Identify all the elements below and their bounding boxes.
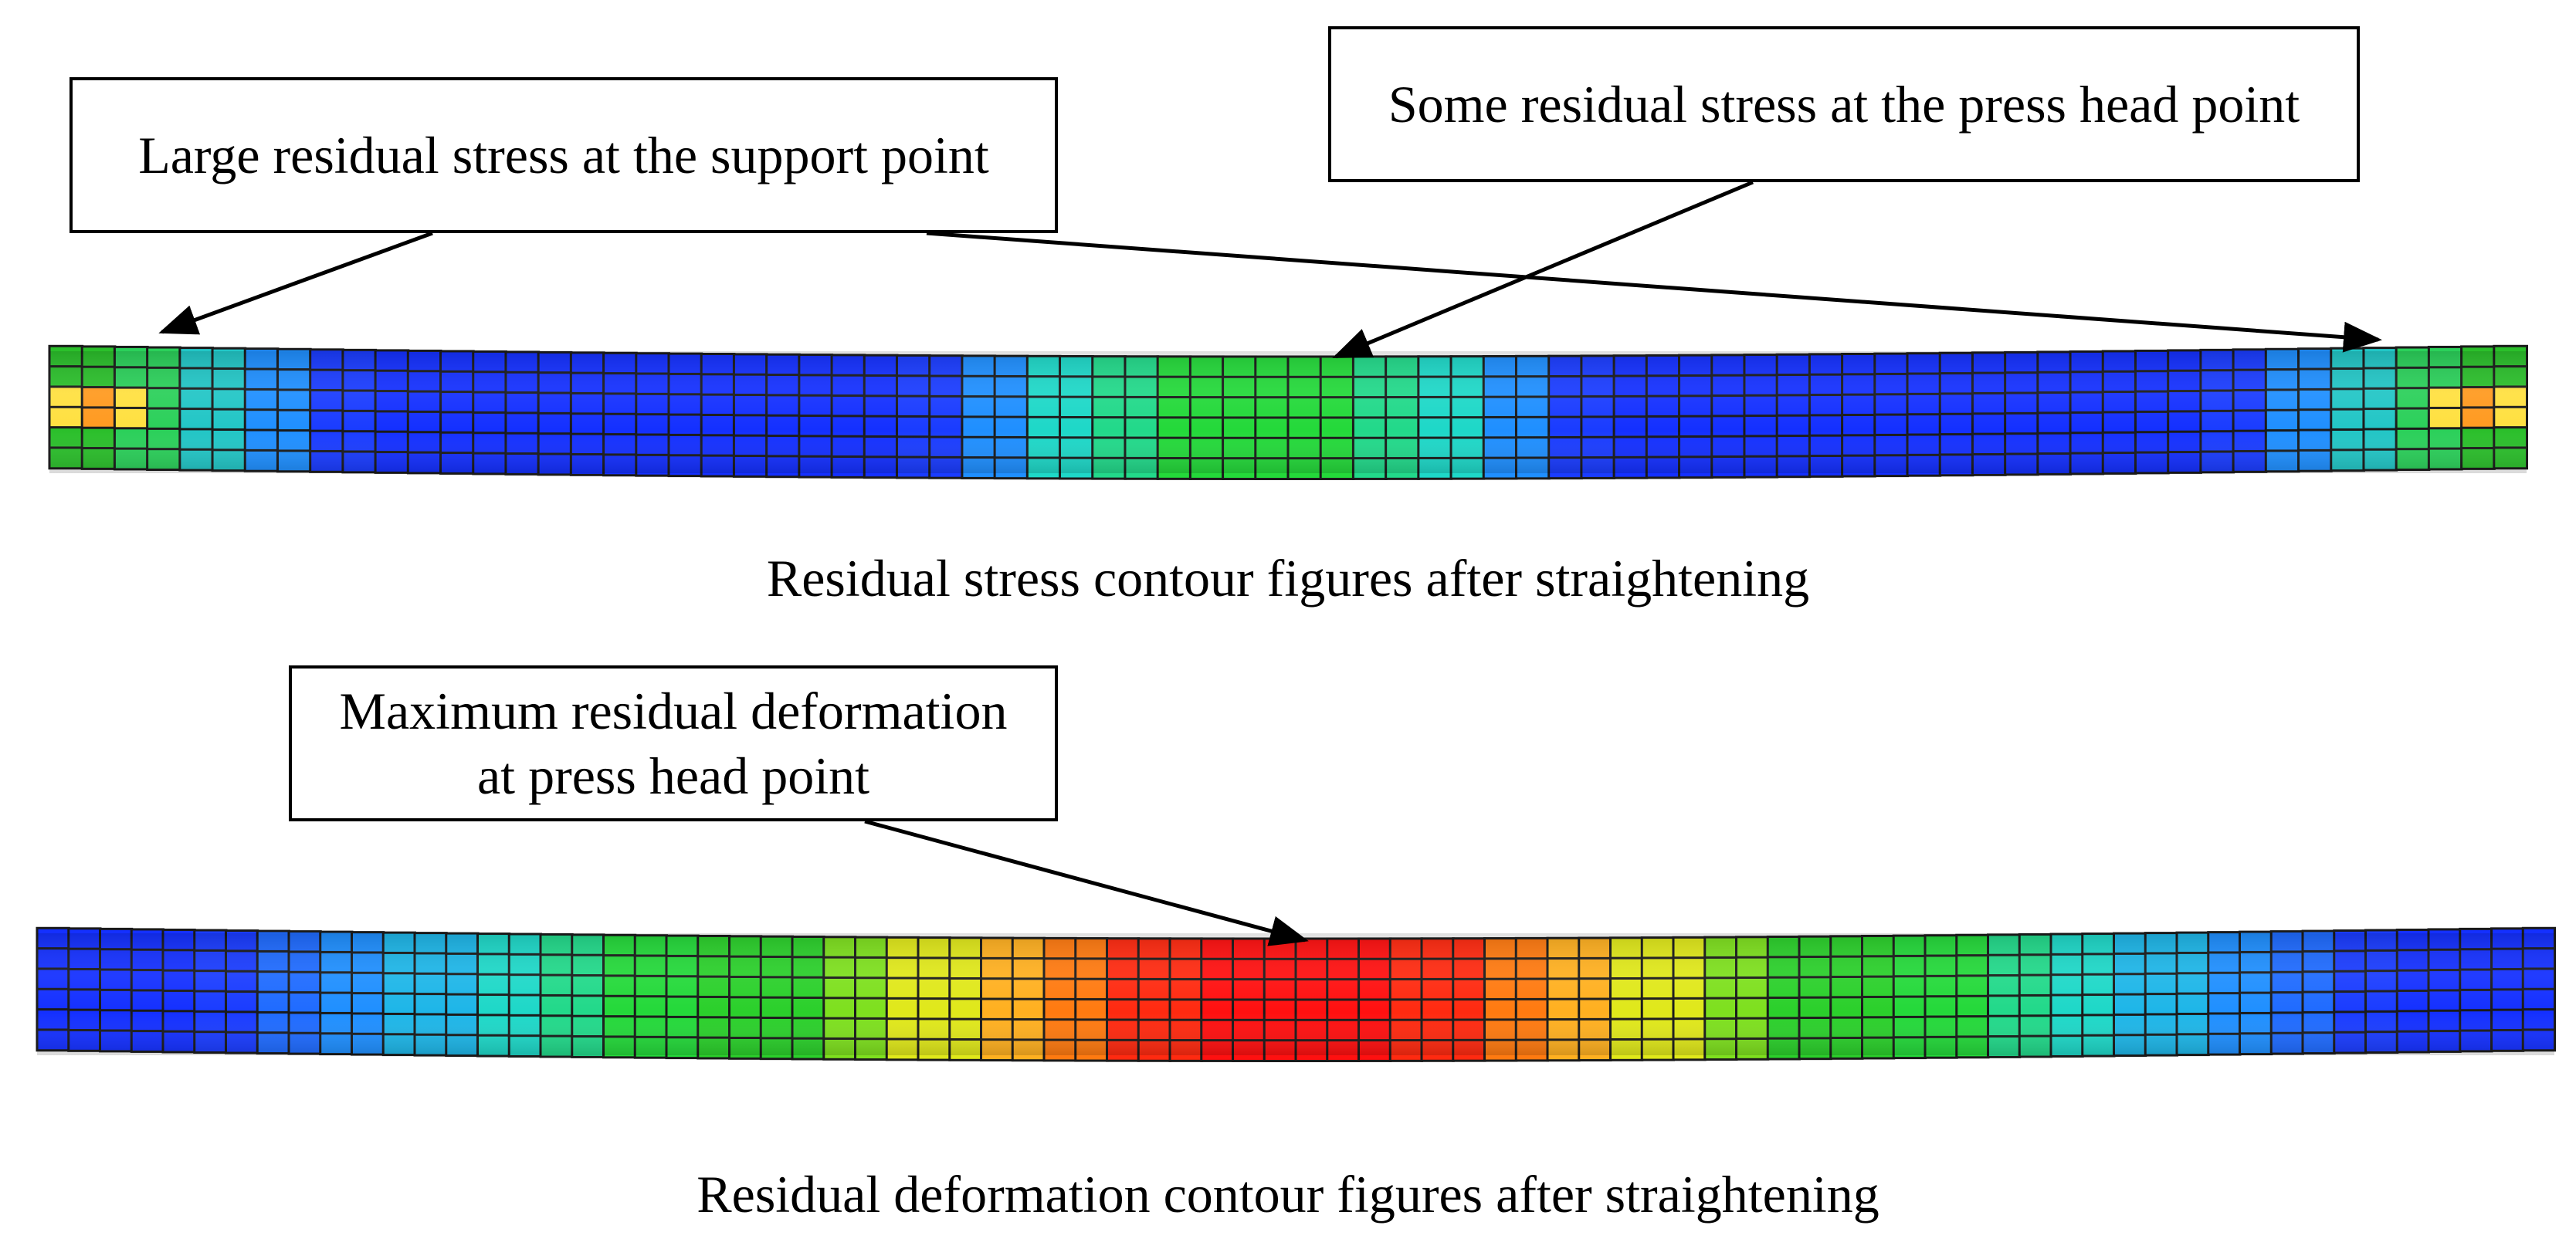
support-left-arrow <box>158 231 433 335</box>
deformation-contour-bar <box>36 926 2556 1062</box>
press-head-stress-arrow <box>1332 180 1754 359</box>
stress-caption: Residual stress contour figures after st… <box>766 549 1810 608</box>
deformation-caption: Residual deformation contour figures aft… <box>697 1165 1879 1224</box>
bar-shading <box>37 933 2554 1055</box>
max-deformation-callout: Maximum residual deformation at press he… <box>289 665 1058 821</box>
stress-contour-bar <box>48 344 2529 480</box>
bar-shading <box>49 351 2527 473</box>
press-head-deformation-arrow <box>864 819 1309 946</box>
support-right-arrow <box>926 231 2382 353</box>
press-head-stress-callout: Some residual stress at the press head p… <box>1328 26 2360 182</box>
support-stress-callout: Large residual stress at the support poi… <box>69 77 1058 233</box>
